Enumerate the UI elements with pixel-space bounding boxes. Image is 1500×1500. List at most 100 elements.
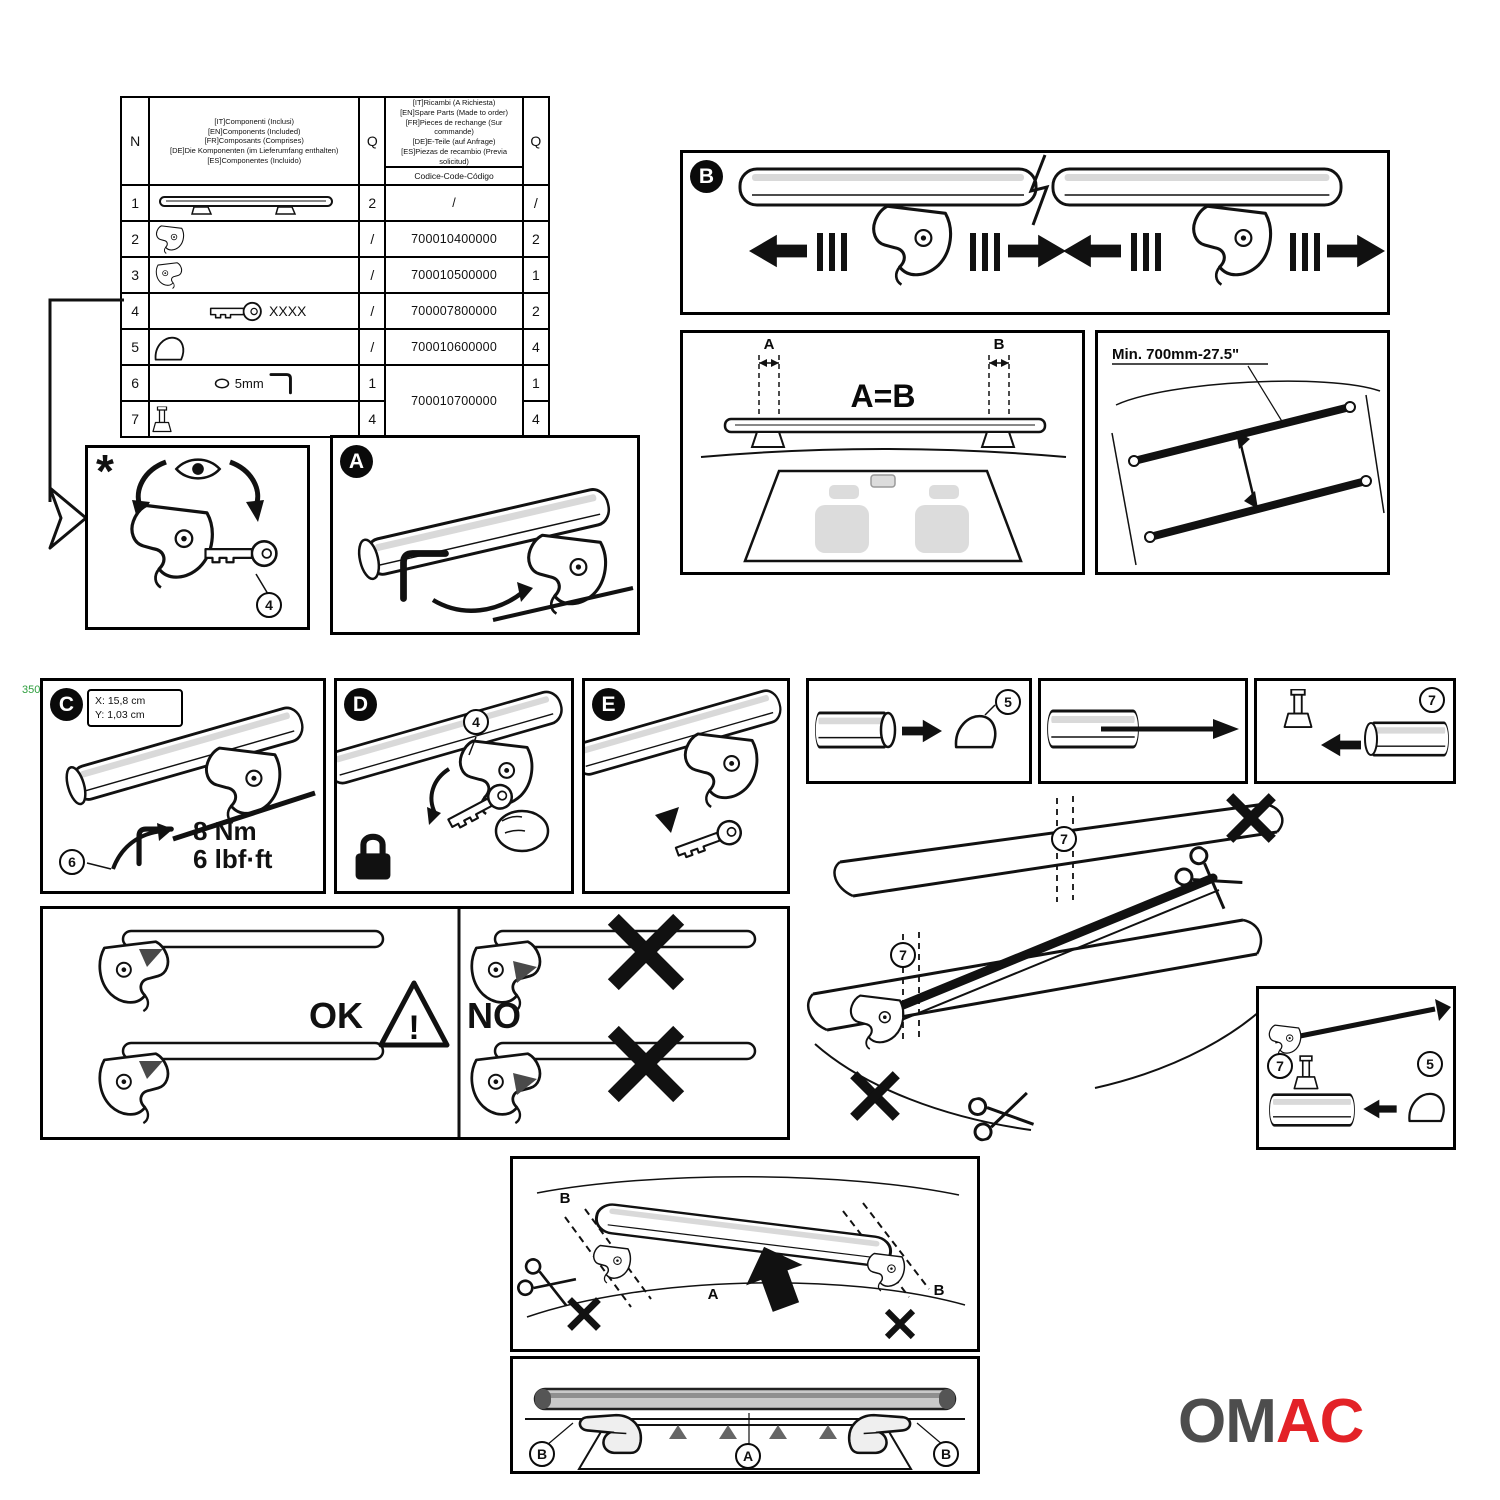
callout-part-4: 4 (463, 709, 489, 735)
omac-logo: OMAC (1178, 1386, 1365, 1457)
x-mark-icon (613, 919, 678, 984)
step-letter-b: B (690, 160, 723, 193)
callout-a-center: A (735, 1443, 761, 1469)
qty-included: 1 (358, 364, 387, 403)
panel-bolt-cap-detail: 7 5 (1256, 986, 1456, 1150)
rubber-wedge (139, 949, 163, 967)
spare-code-merged: 700010700000 (384, 364, 524, 439)
spare-lang-de: [DE]E-Teile (auf Anfrage) (412, 137, 496, 146)
warning-triangle-icon (378, 980, 450, 1048)
y-dimension: Y: 1,03 cm (95, 709, 145, 722)
t-bolt-illustration (1283, 689, 1449, 757)
part-row-number: 7 (119, 400, 151, 439)
rubber-wedge (139, 1061, 163, 1079)
callout-part-4: 4 (256, 592, 282, 618)
crossbar-end (1369, 721, 1449, 757)
foot-clamp-icon (872, 204, 953, 287)
padlock-icon (356, 837, 391, 880)
part-icon-cell: XXXX (148, 292, 361, 331)
x-mark-icon (854, 1075, 897, 1118)
step-letter-c: C (50, 688, 83, 721)
spare-code: 700007800000 (384, 292, 524, 331)
callout-b-left: B (529, 1441, 555, 1467)
qty-spare: 1 (521, 364, 551, 403)
torque-nm: 8 Nm (193, 816, 257, 846)
ok-label: OK (309, 995, 363, 1036)
hand-icon (578, 1413, 643, 1455)
roof-edge (536, 1176, 960, 1196)
qty-included: 4 (358, 400, 387, 439)
pull-strip-illustration (1047, 709, 1239, 749)
table-to-detail-pointer (48, 298, 124, 550)
part-icon-cell: 5mm (148, 364, 361, 403)
end-cap-illustration (815, 704, 997, 749)
rubber-wedge-wrong (513, 961, 537, 983)
roof-rail (121, 929, 385, 949)
step-letter-d: D (344, 688, 377, 721)
rubber-wedge-wrong (513, 1073, 537, 1095)
callout-b-right: B (933, 1441, 959, 1467)
dimensions-infobox: X: 15,8 cm Y: 1,03 cm (87, 689, 183, 728)
panel-step-b: B (680, 150, 1390, 315)
x-mark-icon (1230, 797, 1273, 840)
panel-step-a: A (330, 435, 640, 635)
spare-lang-fr: [FR]Pieces de rechange (Sur commande) (405, 117, 503, 137)
rearview-mirror (870, 474, 896, 488)
allen-size-label: 5mm (234, 375, 264, 391)
roof-edge (1094, 989, 1282, 1089)
key-icon (202, 299, 264, 324)
min-span-illustration: Min. 700mm-27.5" (1111, 346, 1385, 566)
foot-clamp (750, 431, 786, 448)
spare-code: 700010400000 (384, 220, 524, 259)
slide-left-arrow-icon (749, 234, 807, 268)
roof-cut-illustration (807, 782, 1284, 1143)
key-code-label: XXXX (269, 303, 307, 320)
qty-spare: 2 (521, 220, 551, 259)
callout-part-5: 5 (995, 689, 1021, 715)
crossbar (357, 485, 614, 581)
panel-step-d: D 4 (334, 678, 574, 894)
slide-right-arrow-icon (1008, 234, 1066, 268)
step-b-illustration (738, 154, 1385, 287)
slide-left-arrow-icon (1063, 234, 1121, 268)
step-e-illustration (585, 686, 786, 864)
upper-clamp-icon (152, 224, 188, 255)
part-row-number: 1 (119, 184, 151, 223)
part-row-number: 6 (119, 364, 151, 403)
headrest (929, 485, 959, 499)
strip-label-b-left: B (560, 1190, 571, 1207)
spare-lang-en: [EN]Spare Parts (Made to order) (400, 107, 509, 117)
logo-red-part: AC (1275, 1387, 1365, 1456)
insert-arrow (655, 807, 679, 833)
seat (915, 505, 969, 553)
insert-arrow-icon (1363, 1099, 1397, 1119)
table-row: 2 / 700010400000 2 (119, 220, 551, 259)
roof-line (700, 448, 1067, 458)
included-lang-fr: [FR]Composants (Comprises) (204, 136, 304, 146)
part-row-number: 5 (119, 328, 151, 367)
foot-clamp-icon (204, 746, 282, 825)
spare-lang-es: [ES]Piezas de recambio (Previa solicitud… (401, 146, 508, 166)
bolt-cap-illustration (1268, 999, 1451, 1127)
qty-spare: / (521, 184, 551, 223)
qty-spare: 2 (521, 292, 551, 331)
foot-clamp-icon (683, 732, 759, 809)
part-icon-cell (148, 220, 361, 259)
crossbar-end (1269, 1093, 1355, 1127)
table-row: 7 4 4 (119, 400, 551, 439)
lower-clamp-icon (152, 261, 186, 290)
crossbar (876, 873, 1218, 1019)
foot-clamp-icon (849, 994, 905, 1051)
dim-label-a: A (764, 336, 775, 353)
end-cap-icon (954, 714, 997, 749)
spare-code: 700010600000 (384, 328, 524, 367)
scissors-icon (966, 1086, 1037, 1143)
step-c-illustration (65, 703, 316, 870)
warning-exclamation: ! (408, 1009, 419, 1047)
no-label: NO (467, 995, 521, 1036)
final-check-illustration (525, 1387, 965, 1470)
t-bolt-icon (1293, 1055, 1319, 1090)
asterisk-marker: * (96, 445, 114, 497)
seat (815, 505, 869, 553)
